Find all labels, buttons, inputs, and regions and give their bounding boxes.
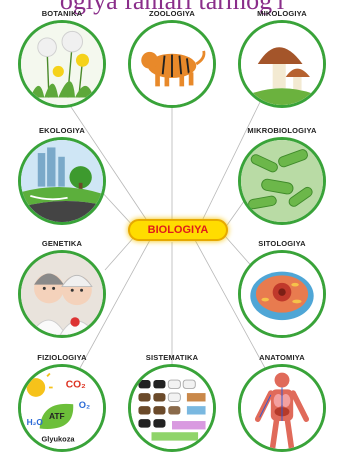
label-genetika: GENETIKA xyxy=(10,238,114,250)
label-ekologiya: EKOLOGIYA xyxy=(10,125,114,137)
dandelion-icon xyxy=(21,23,103,105)
label-sitologiya: SITOLOGIYA xyxy=(230,238,334,250)
mikologiya-image xyxy=(238,20,326,108)
botanika-image xyxy=(18,20,106,108)
twin-babies-icon xyxy=(21,253,103,335)
node-genetika[interactable]: GENETIKA xyxy=(10,238,114,338)
genetika-image xyxy=(18,250,106,338)
glucose-label: Glyukoza xyxy=(42,435,76,444)
animal-classification-icon xyxy=(131,367,213,449)
node-anatomiya[interactable]: ANATOMIYA xyxy=(230,352,334,452)
node-mikologiya[interactable]: MIKOLOGIYA xyxy=(230,8,334,108)
node-ekologiya[interactable]: EKOLOGIYA xyxy=(10,125,114,225)
label-anatomiya: ANATOMIYA xyxy=(230,352,334,364)
atf-label: ATF xyxy=(49,411,65,421)
cell-icon xyxy=(241,253,323,335)
anatomiya-image xyxy=(238,364,326,452)
label-mikrobiologiya: MIKROBIOLOGIYA xyxy=(230,125,334,137)
sistematika-image xyxy=(128,364,216,452)
eco-city-icon xyxy=(21,140,103,222)
node-sistematika[interactable]: SISTEMATIKA xyxy=(120,352,224,452)
bacteria-icon xyxy=(241,140,323,222)
mushroom-icon xyxy=(241,23,323,105)
label-mikologiya: MIKOLOGIYA xyxy=(230,8,334,20)
node-fiziologiya[interactable]: FIZIOLOGIYA CO₂ O₂ H₂O ATF Glyukoza xyxy=(10,352,114,452)
tiger-icon xyxy=(131,23,213,105)
node-botanika[interactable]: BOTANIKA xyxy=(10,8,114,108)
mikrobiologiya-image xyxy=(238,137,326,225)
label-zoologiya: ZOOLOGIYA xyxy=(120,8,224,20)
sitologiya-image xyxy=(238,250,326,338)
o2-label: O₂ xyxy=(79,400,90,410)
fiziologiya-image: CO₂ O₂ H₂O ATF Glyukoza xyxy=(18,364,106,452)
ekologiya-image xyxy=(18,137,106,225)
label-fiziologiya: FIZIOLOGIYA xyxy=(10,352,114,364)
node-zoologiya[interactable]: ZOOLOGIYA xyxy=(120,8,224,108)
human-anatomy-icon xyxy=(241,367,323,449)
zoologiya-image xyxy=(128,20,216,108)
co2-label: CO₂ xyxy=(66,380,86,391)
center-node-biologiya[interactable]: BIOLOGIYA xyxy=(128,219,228,241)
label-sistematika: SISTEMATIKA xyxy=(120,352,224,364)
node-sitologiya[interactable]: SITOLOGIYA xyxy=(230,238,334,338)
h2o-label: H₂O xyxy=(27,417,44,427)
node-mikrobiologiya[interactable]: MIKROBIOLOGIYA xyxy=(230,125,334,225)
label-botanika: BOTANIKA xyxy=(10,8,114,20)
photosynthesis-icon: CO₂ O₂ H₂O ATF Glyukoza xyxy=(21,367,103,449)
